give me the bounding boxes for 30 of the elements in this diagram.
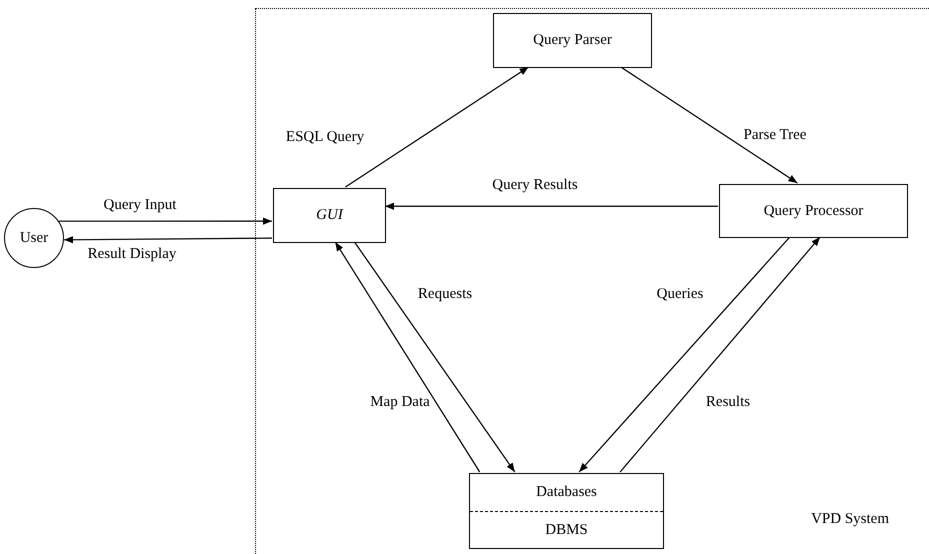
arrow bbox=[620, 66, 798, 184]
edge-label: Query Input bbox=[104, 198, 176, 213]
box-label: Query Processor bbox=[764, 202, 864, 221]
arrow bbox=[385, 202, 718, 210]
arrow bbox=[354, 242, 516, 472]
system-label: VPD System bbox=[811, 510, 889, 528]
edge-label: Results bbox=[706, 395, 750, 410]
process-box bbox=[493, 13, 652, 68]
edge-label: Parse Tree bbox=[744, 128, 806, 143]
edge-label: Requests bbox=[418, 287, 472, 302]
edge-label: Query Results bbox=[492, 178, 578, 193]
database-box bbox=[469, 473, 664, 549]
process-box bbox=[273, 188, 386, 243]
edge-label: ESQL Query bbox=[286, 130, 364, 145]
arrow bbox=[578, 236, 790, 472]
arrow bbox=[64, 236, 272, 244]
box-label: GUI bbox=[316, 206, 343, 226]
actor-label: User bbox=[20, 228, 48, 248]
arrow bbox=[58, 218, 272, 225]
edge-label: Result Display bbox=[88, 247, 176, 262]
box-label: Query Parser bbox=[533, 31, 612, 50]
arrow bbox=[345, 66, 529, 188]
box-label: DBMS bbox=[545, 520, 588, 540]
edge-label: Map Data bbox=[370, 395, 430, 410]
arrow bbox=[334, 242, 480, 472]
system-boundary bbox=[255, 8, 929, 554]
arrow bbox=[620, 236, 821, 472]
box-label: Databases bbox=[536, 483, 597, 502]
edge-label: Queries bbox=[656, 287, 704, 302]
process-box bbox=[719, 184, 908, 238]
